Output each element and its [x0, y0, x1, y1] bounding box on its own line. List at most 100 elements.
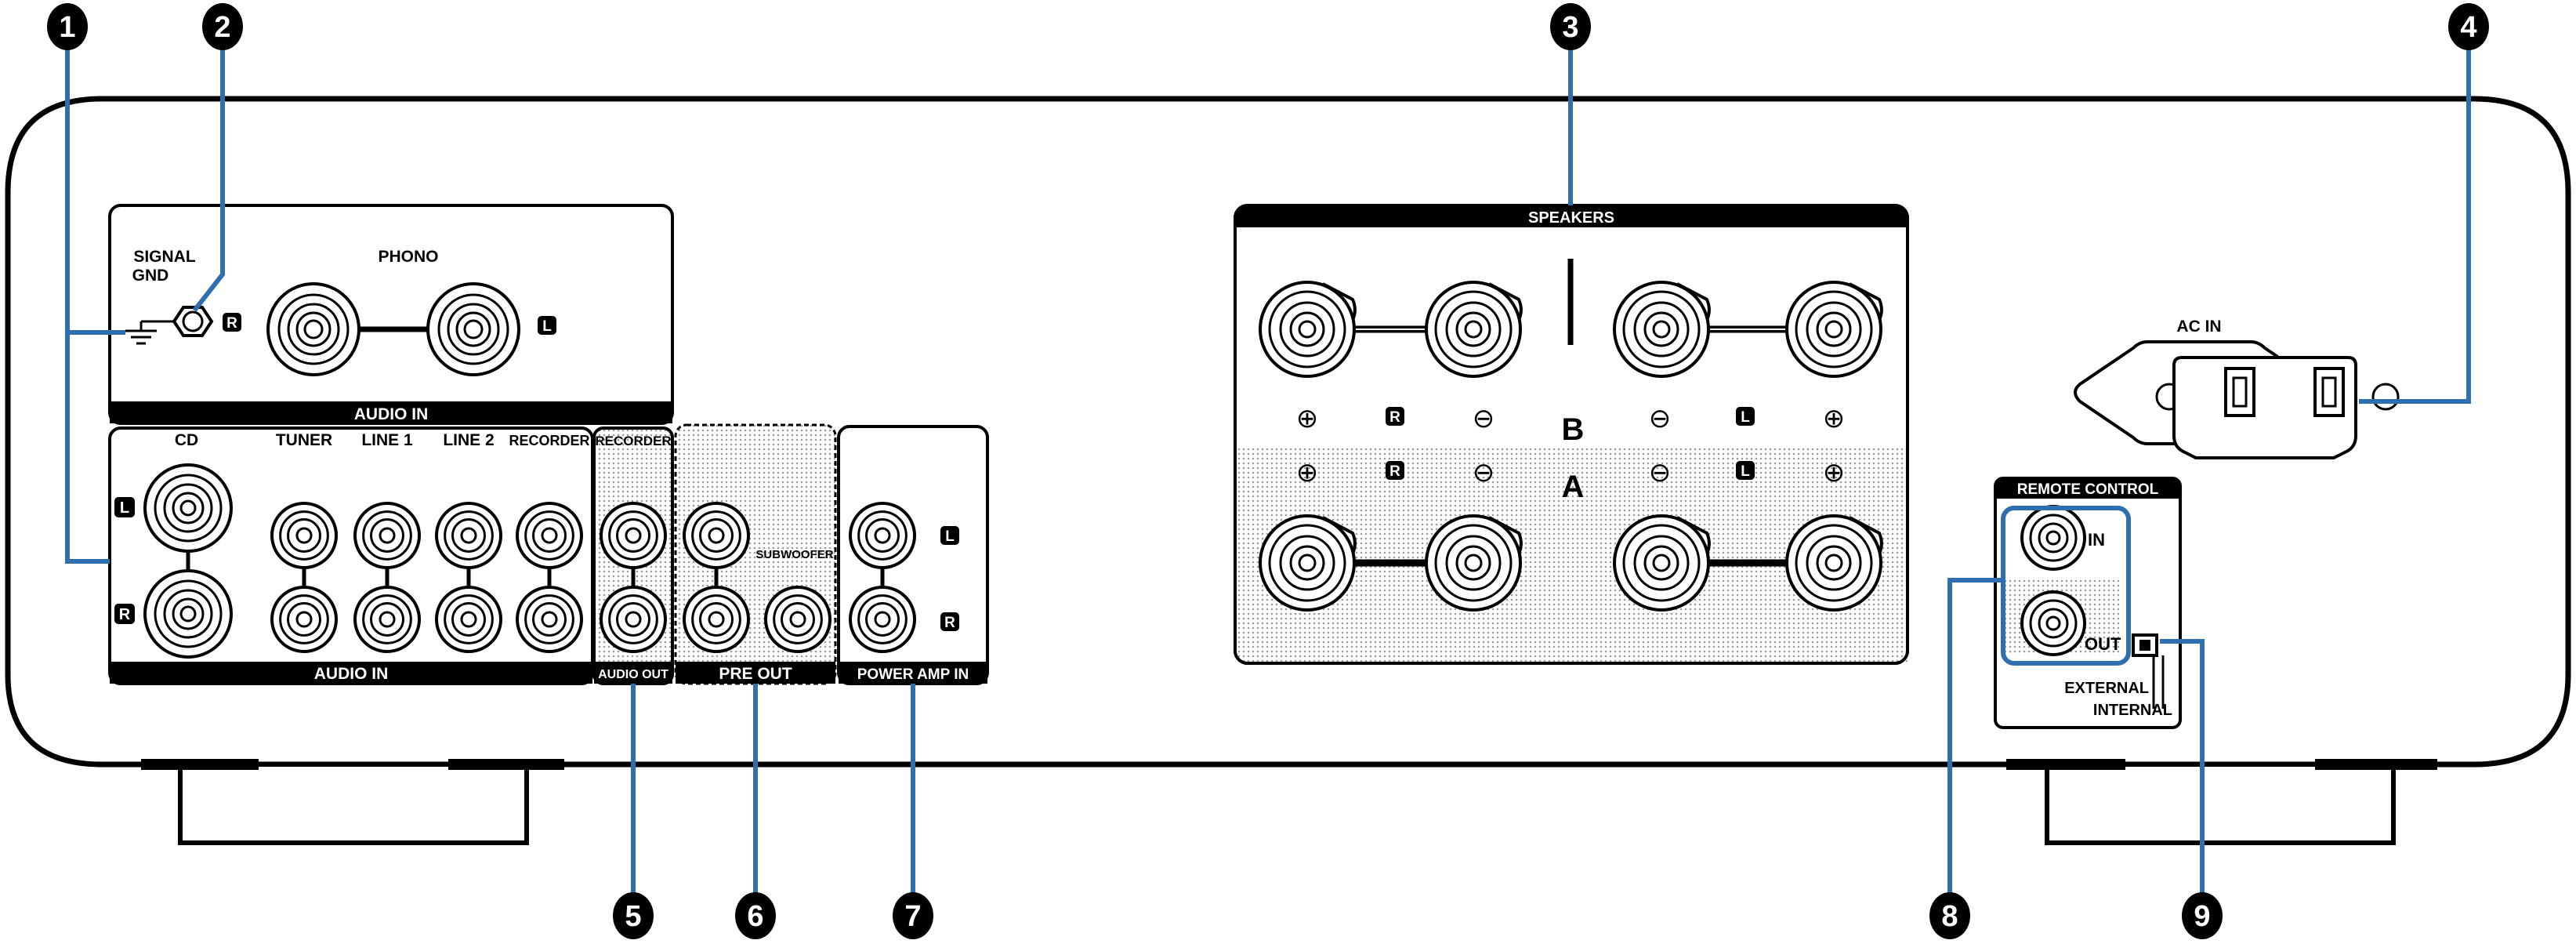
svg-text:9: 9 [2194, 900, 2210, 933]
badge-l-power-amp: L [940, 526, 959, 545]
speaker-b-label: B [1562, 412, 1585, 447]
callout-4: 4 [2448, 3, 2489, 50]
svg-text:2: 2 [214, 11, 230, 44]
remote-in-label: IN [2088, 530, 2105, 550]
speaker-a-l-plus-terminal[interactable] [1785, 514, 1883, 612]
svg-text:5: 5 [625, 900, 641, 933]
speaker-b-badge-l: L [1736, 407, 1755, 426]
speaker-a-r-minus-terminal[interactable] [1425, 514, 1523, 612]
speaker-a-polarity-4: ⊕ [1823, 458, 1846, 488]
speaker-a-r-plus-terminal[interactable] [1259, 514, 1357, 612]
speaker-b-l-minus-terminal[interactable] [1613, 281, 1711, 378]
ac-mount-hole-right [2371, 383, 2400, 411]
speaker-b-r-plus-terminal[interactable] [1259, 281, 1357, 378]
audio-in-footer: AUDIO IN [314, 665, 389, 683]
speaker-a-polarity-3: ⊖ [1649, 458, 1672, 488]
svg-text:6: 6 [747, 900, 763, 933]
badge-r-power-amp: R [940, 612, 959, 631]
badge-r-phono: R [223, 313, 241, 332]
power-amp-in-jack-r[interactable] [849, 586, 916, 653]
remote-control-title: REMOTE CONTROL [2017, 481, 2159, 498]
audio-out-footer: AUDIO OUT [598, 668, 668, 681]
svg-text:7: 7 [904, 900, 921, 933]
remote-out-jack[interactable] [2020, 590, 2086, 656]
external-label: EXTERNAL [2064, 680, 2149, 697]
callout-3: 3 [1550, 3, 1591, 50]
col-tuner: TUNER [276, 431, 332, 449]
cd-jack-r[interactable] [143, 569, 233, 659]
col-cd: CD [175, 431, 198, 449]
speaker-b-polarity-2: ⊖ [1473, 404, 1495, 434]
speaker-a-polarity-1: ⊕ [1296, 458, 1319, 488]
badge-l-phono: L [538, 316, 556, 335]
phono-audio-in-label: AUDIO IN [354, 405, 429, 423]
svg-text:R: R [226, 315, 237, 332]
callout-1: 1 [47, 3, 88, 50]
svg-text:L: L [542, 318, 552, 335]
audio-in-jack-4-l[interactable] [516, 502, 583, 569]
ground-symbol-icon [125, 320, 174, 345]
subwoofer-jack[interactable] [764, 586, 831, 653]
audio-in-jack-1-l[interactable] [270, 502, 338, 569]
speaker-b-badge-r: R [1386, 407, 1404, 426]
callout-5: 5 [613, 892, 654, 939]
col-line2: LINE 2 [443, 431, 494, 449]
svg-text:R: R [119, 606, 131, 623]
power-amp-in-jack-l[interactable] [849, 502, 916, 569]
external-internal-switch[interactable] [2132, 633, 2165, 709]
audio-in-jack-4-r[interactable] [516, 586, 583, 653]
callout-2: 2 [202, 3, 243, 50]
speaker-a-l-minus-terminal[interactable] [1613, 514, 1711, 612]
speaker-b-polarity-1: ⊕ [1296, 404, 1319, 434]
speaker-b-r-minus-terminal[interactable] [1425, 281, 1523, 378]
svg-text:8: 8 [1941, 900, 1958, 933]
audio-in-jack-2-l[interactable] [353, 502, 421, 569]
ac-in-panel: AC IN [2074, 318, 2400, 459]
col-recorder: RECORDER [509, 433, 589, 448]
col-line1: LINE 1 [361, 431, 413, 449]
callout-lines [65, 31, 2471, 911]
audio-out-panel: RECORDER AUDIO OUT [592, 426, 674, 685]
remote-in-jack[interactable] [2020, 505, 2086, 571]
audio-in-jack-2-r[interactable] [353, 586, 421, 653]
speaker-b-polarity-3: ⊖ [1649, 404, 1672, 434]
recorder-out-jack-r[interactable] [600, 586, 667, 653]
svg-text:4: 4 [2460, 11, 2476, 44]
svg-text:L: L [1741, 409, 1750, 426]
recorder-out-jack-l[interactable] [600, 502, 667, 569]
subwoofer-label: SUBWOOFER [755, 548, 833, 561]
svg-text:1: 1 [59, 11, 75, 44]
audio-out-header: RECORDER [595, 434, 671, 448]
phono-panel: AUDIO IN SIGNAL GND PHONO R [108, 204, 674, 425]
phono-jack-r[interactable] [266, 282, 360, 376]
speaker-b-polarity-4: ⊕ [1823, 404, 1846, 434]
callout-7: 7 [893, 892, 933, 939]
pre-out-jack-r[interactable] [683, 586, 750, 653]
speaker-b-l-plus-terminal[interactable] [1785, 281, 1883, 378]
signal-gnd-label-2: GND [132, 267, 169, 285]
speaker-a-polarity-2: ⊖ [1473, 458, 1495, 488]
audio-in-jack-3-r[interactable] [435, 586, 502, 653]
speaker-a-badge-r: R [1386, 461, 1404, 480]
power-amp-in-panel: POWER AMP IN L R [837, 425, 989, 685]
remote-out-label: OUT [2085, 634, 2121, 654]
svg-text:R: R [1389, 409, 1400, 426]
cd-jack-l[interactable] [143, 463, 233, 553]
remote-control-panel: REMOTE CONTROL IN OUT EXTERNAL INTERNAL [1994, 477, 2182, 729]
internal-label: INTERNAL [2093, 702, 2172, 719]
audio-in-panel: AUDIO IN CD TUNER LINE 1 LINE 2 RECORDER… [108, 426, 594, 685]
phono-jack-l[interactable] [426, 282, 520, 376]
badge-l-audio-in: L [114, 497, 135, 517]
speaker-a-badge-l: L [1736, 461, 1755, 480]
svg-text:R: R [944, 615, 955, 631]
ac-inlet-socket[interactable] [2172, 356, 2357, 459]
audio-in-jack-1-r[interactable] [270, 586, 338, 653]
signal-gnd-label: SIGNAL [133, 248, 196, 266]
ac-in-label: AC IN [2176, 318, 2221, 336]
speaker-a-label: A [1562, 470, 1585, 504]
audio-in-jack-3-l[interactable] [435, 502, 502, 569]
pre-out-jack-l[interactable] [683, 502, 750, 569]
callout-9: 9 [2182, 892, 2223, 939]
